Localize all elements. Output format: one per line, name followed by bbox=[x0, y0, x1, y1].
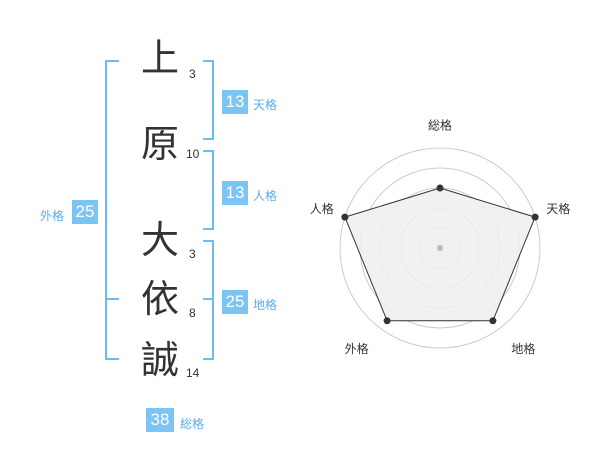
jinkaku-bracket-top-tick bbox=[203, 150, 214, 152]
outer-bracket-top-tick bbox=[105, 60, 119, 62]
radar-point-3 bbox=[489, 317, 497, 325]
tenkaku-bracket-bottom-tick bbox=[203, 138, 214, 140]
radar-axis-label-4: 外格 bbox=[345, 341, 369, 356]
chikaku-bracket-mid-tick bbox=[203, 298, 214, 300]
radar-data-polygon bbox=[344, 187, 536, 322]
tenkaku-bracket-top-tick bbox=[203, 60, 214, 62]
outer-bracket-vertical bbox=[105, 60, 107, 360]
radar-center-dot bbox=[437, 245, 443, 251]
name-char-2: 原 bbox=[140, 122, 179, 166]
tenkaku-label: 天格 bbox=[253, 98, 278, 112]
chikaku-bracket-top-tick bbox=[203, 240, 214, 242]
chikaku-bracket-bottom-tick bbox=[203, 358, 214, 360]
tenkaku-bracket-vertical bbox=[212, 60, 214, 140]
radar-point-1 bbox=[436, 184, 444, 192]
stroke-count-2: 10 bbox=[186, 147, 200, 161]
name-char-4: 依 bbox=[140, 277, 179, 321]
gaikaku-label: 外格 bbox=[40, 209, 65, 223]
stroke-count-5: 14 bbox=[186, 366, 200, 380]
name-char-3: 大 bbox=[140, 218, 179, 262]
radar-axis-label-5: 人格 bbox=[310, 201, 334, 216]
radar-point-2 bbox=[531, 213, 539, 221]
jinkaku-label: 人格 bbox=[253, 189, 278, 203]
radar-point-4 bbox=[383, 317, 391, 325]
chikaku-label: 地格 bbox=[253, 298, 278, 312]
stroke-count-1: 3 bbox=[189, 67, 196, 81]
tenkaku-value-badge: 13 bbox=[222, 90, 248, 114]
stroke-count-3: 3 bbox=[189, 247, 196, 261]
jinkaku-value-badge: 13 bbox=[222, 181, 248, 205]
outer-bracket-mid-tick bbox=[105, 298, 119, 300]
stroke-count-4: 8 bbox=[189, 306, 196, 320]
radar-axis-label-1: 総格 bbox=[428, 118, 452, 133]
name-char-1: 上 bbox=[140, 36, 179, 80]
gaikaku-value-badge: 25 bbox=[72, 200, 98, 224]
outer-bracket-bottom-tick bbox=[105, 358, 119, 360]
chikaku-value-badge: 25 bbox=[222, 290, 248, 314]
name-char-5: 誠 bbox=[140, 338, 179, 382]
soukaku-label: 総格 bbox=[180, 417, 205, 431]
jinkaku-bracket-bottom-tick bbox=[203, 228, 214, 230]
jinkaku-bracket-vertical bbox=[212, 150, 214, 230]
soukaku-value-badge: 38 bbox=[146, 408, 174, 432]
radar-axis-label-2: 天格 bbox=[546, 201, 570, 216]
chikaku-bracket-vertical bbox=[212, 240, 214, 360]
radar-point-5 bbox=[341, 213, 349, 221]
radar-axis-label-3: 地格 bbox=[511, 341, 535, 356]
